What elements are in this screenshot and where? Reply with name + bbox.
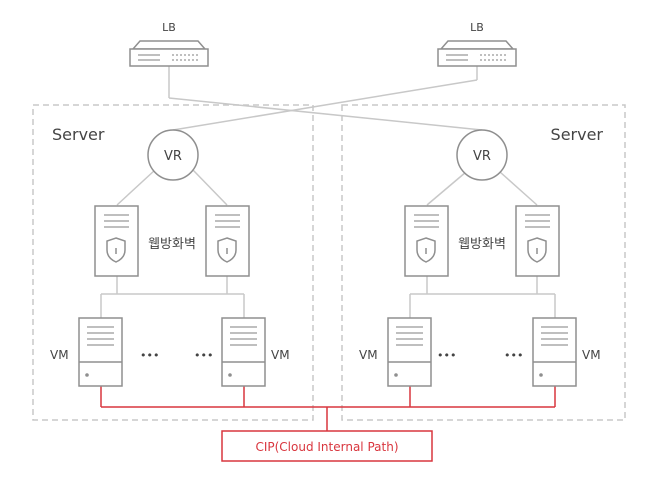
- server-box-left: [32, 104, 314, 421]
- cip-label: CIP(Cloud Internal Path): [255, 440, 398, 454]
- shield-icon: [106, 237, 126, 263]
- ellipsis-1: •••: [140, 349, 159, 362]
- server-box-right: [341, 104, 626, 421]
- vm-server-icon: [532, 317, 577, 387]
- load-balancer-icon: [437, 40, 517, 67]
- vr-label-left: VR: [164, 149, 182, 164]
- router-icon: [147, 129, 199, 181]
- firewall-server-icon: [205, 205, 250, 277]
- lb-label-right: LB: [470, 21, 484, 34]
- cip-path-lines: [100, 386, 556, 431]
- lb-label-left: LB: [162, 21, 176, 34]
- vm-server-icon: [221, 317, 266, 387]
- shield-icon: [527, 237, 547, 263]
- load-balancer-icon: [129, 40, 209, 67]
- vr-label-right: VR: [473, 149, 491, 164]
- shield-icon: [416, 237, 436, 263]
- vm-label-4: VM: [582, 348, 601, 362]
- firewall-server-icon: [515, 205, 560, 277]
- server-label-right: Server: [551, 125, 604, 144]
- firewall-server-icon: [94, 205, 139, 277]
- vm-server-icon: [387, 317, 432, 387]
- vm-label-1: VM: [50, 348, 69, 362]
- firewall-server-icon: [404, 205, 449, 277]
- ellipsis-3: •••: [437, 349, 456, 362]
- router-icon: [456, 129, 508, 181]
- server-label-left: Server: [52, 125, 105, 144]
- firewall-label-left: 웹방화벽: [148, 237, 196, 252]
- cip-box: [221, 430, 433, 462]
- firewall-label-right: 웹방화벽: [458, 237, 506, 252]
- vm-label-2: VM: [271, 348, 290, 362]
- vm-server-icon: [78, 317, 123, 387]
- ellipsis-2: •••: [194, 349, 213, 362]
- vm-label-3: VM: [359, 348, 378, 362]
- connections: [100, 66, 556, 318]
- ellipsis-4: •••: [504, 349, 523, 362]
- shield-icon: [217, 237, 237, 263]
